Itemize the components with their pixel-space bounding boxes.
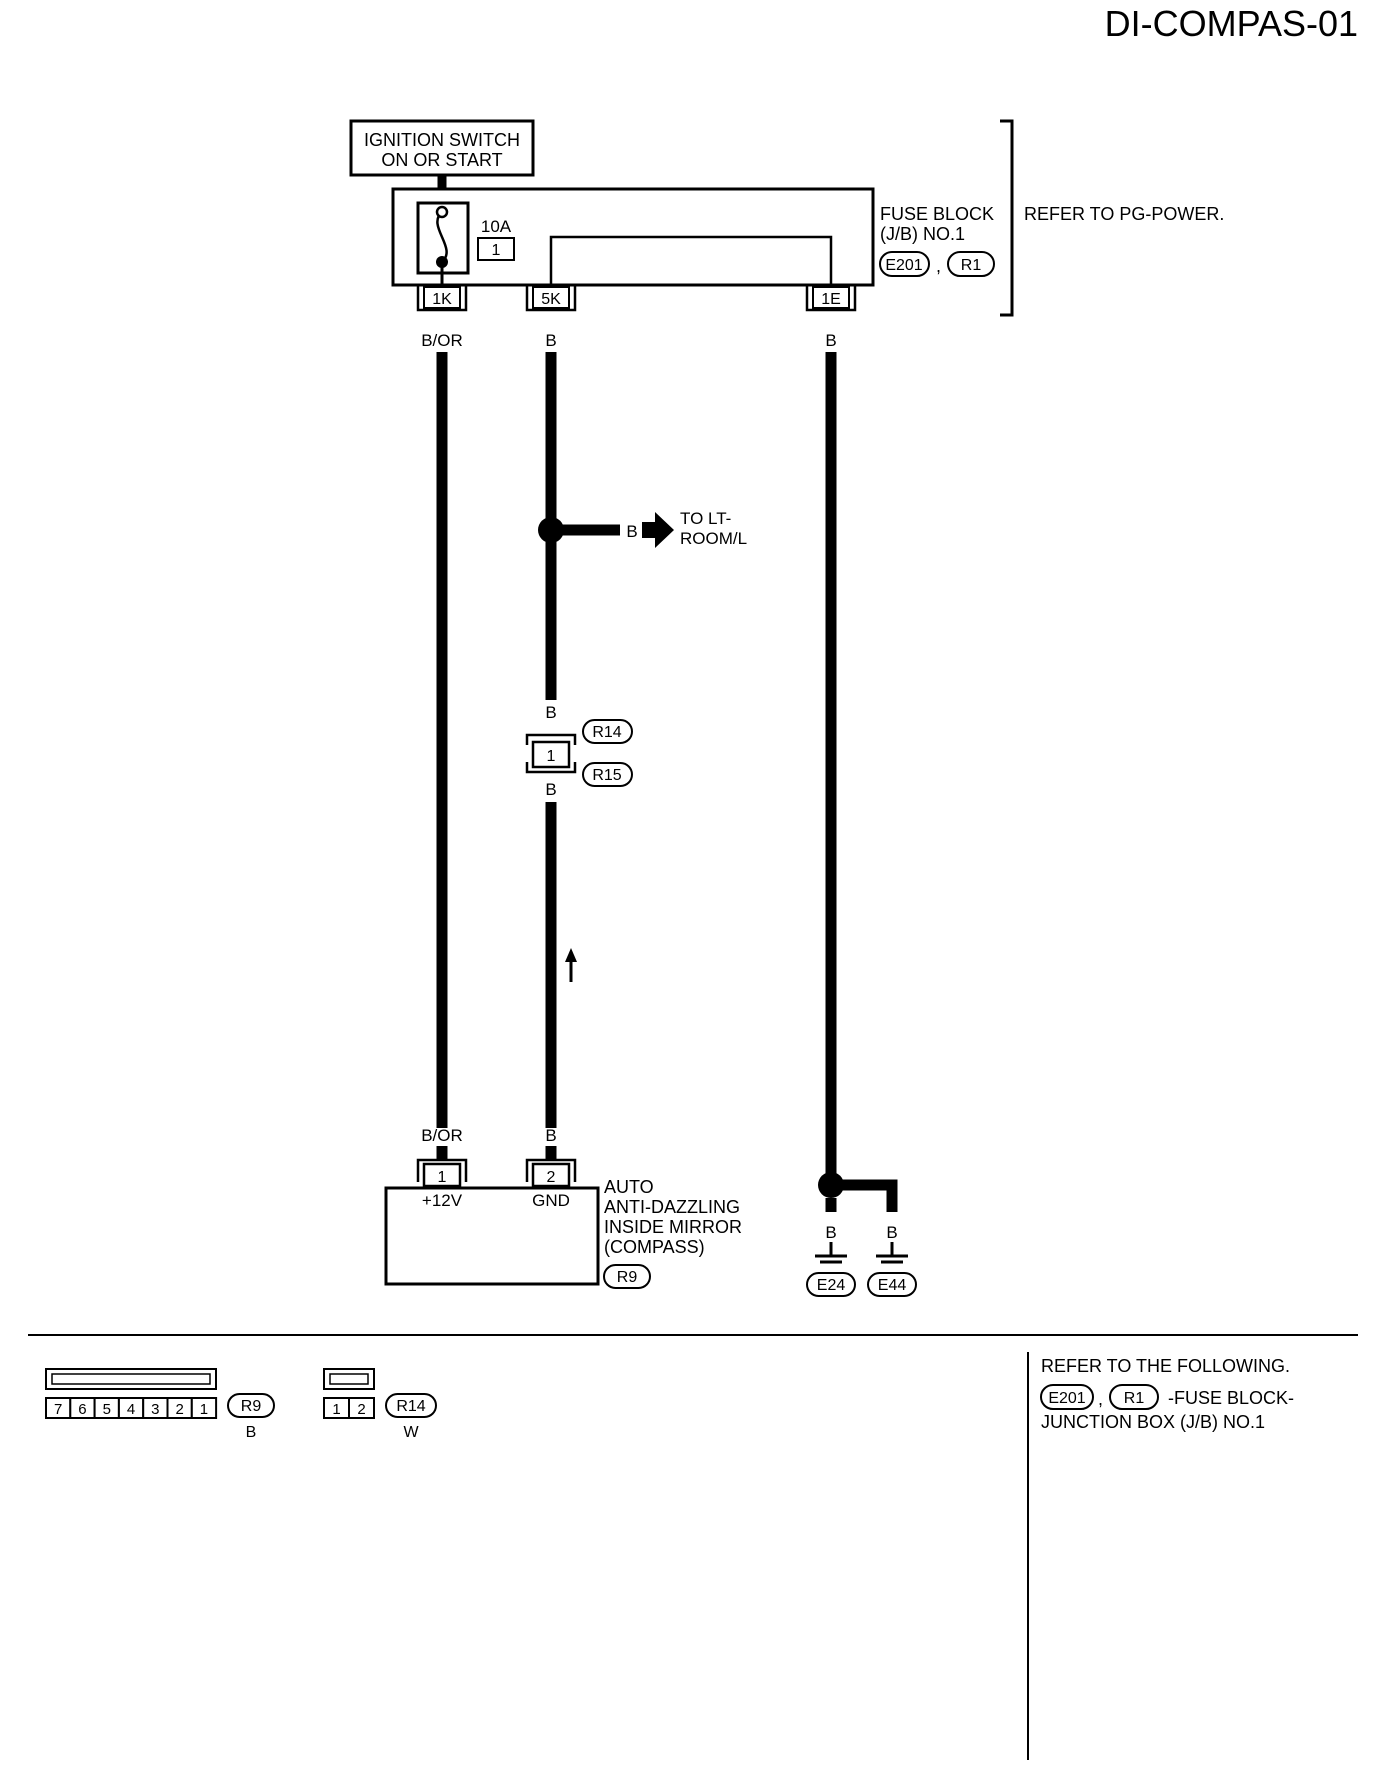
fuse-rating: 10A <box>481 217 512 236</box>
wire-color-mirror-pin2: B <box>545 1126 556 1145</box>
mirror-label-3: INSIDE MIRROR <box>604 1217 742 1237</box>
fuse-block-internal-bus <box>549 235 833 285</box>
refer-following: REFER TO THE FOLLOWING. E201 , R1 -FUSE … <box>1040 1356 1294 1432</box>
pin-number: 1 <box>332 1401 340 1418</box>
connector-view-r14-color: W <box>403 1424 419 1441</box>
connector-r15: R15 <box>592 767 621 784</box>
terminal-1e: 1E <box>805 285 857 312</box>
pin-number: 7 <box>54 1401 62 1418</box>
mirror-box <box>384 1186 600 1286</box>
terminal-5k-label: 5K <box>541 291 561 308</box>
inline-connector-r14-r15: B 1 R14 R15 B <box>525 703 633 799</box>
refer-connector-r1: R1 <box>1124 1390 1145 1407</box>
pin-number: 3 <box>151 1401 159 1418</box>
branch-wire-color: B <box>626 522 637 541</box>
mirror-label-2: ANTI-DAZZLING <box>604 1197 740 1217</box>
fuse-block: 10A 1 FUSE BLOCK (J/B) NO.1 E201 , R1 <box>391 187 995 287</box>
ignition-switch: IGNITION SWITCH ON OR START <box>349 119 535 177</box>
pin-cell <box>348 1397 375 1419</box>
connector-view-r9-id: R9 <box>241 1398 262 1415</box>
ground-e24: E24 <box>806 1242 856 1297</box>
branch-destination-1: TO LT- <box>680 509 731 528</box>
terminal-5k: 5K <box>525 285 577 312</box>
ground-e44-label: E44 <box>878 1277 907 1294</box>
wire-color-mirror-pin1: B/OR <box>421 1126 463 1145</box>
pin-number: 1 <box>200 1401 208 1418</box>
wire-color-r15-side: B <box>545 780 556 799</box>
wire-color-e44: B <box>886 1223 897 1242</box>
ground-branch-wire <box>831 1179 898 1212</box>
branch-destination-2: ROOM/L <box>680 529 747 548</box>
connector-view-r14-id: R14 <box>396 1398 425 1415</box>
inline-connector-pin: 1 <box>547 748 556 765</box>
ground-e24-label: E24 <box>817 1277 846 1294</box>
branch-arrow-icon <box>642 512 674 548</box>
refer-connector-e201: E201 <box>1048 1390 1085 1407</box>
pin-number: 5 <box>103 1401 111 1418</box>
fuse-block-label: FUSE BLOCK <box>880 204 994 224</box>
wire-color-1k: B/OR <box>421 331 463 350</box>
wire-color-e24: B <box>825 1223 836 1242</box>
wire-color-r14-side: B <box>545 703 556 722</box>
connector-r9: R9 <box>617 1269 638 1286</box>
ground-e44: E44 <box>867 1242 917 1297</box>
terminal-1k: 1K <box>416 285 468 312</box>
connector-view-r9-color: B <box>246 1424 257 1441</box>
current-flow-arrow-icon <box>565 948 577 962</box>
terminal-1k-label: 1K <box>432 291 452 308</box>
pin-cell <box>190 1397 218 1419</box>
page-title: DI-COMPAS-01 <box>1105 3 1358 44</box>
mirror-pin-1-function: +12V <box>422 1191 463 1210</box>
connector-r14: R14 <box>592 724 621 741</box>
refer-pg-power: REFER TO PG-POWER. <box>1024 204 1224 224</box>
pin-number: 6 <box>78 1401 86 1418</box>
mirror-label-4: (COMPASS) <box>604 1237 705 1257</box>
wire-color-5k: B <box>545 331 556 350</box>
connector-separator: , <box>936 256 941 276</box>
connector-e201: E201 <box>885 257 922 274</box>
ignition-switch-state: ON OR START <box>381 150 502 170</box>
refer-description-1: -FUSE BLOCK- <box>1168 1388 1294 1408</box>
auto-anti-dazzling-mirror: 1 2 +12V GND AUTO ANTI-DAZZLING INSIDE M… <box>384 1158 742 1289</box>
pin-number: 2 <box>357 1401 365 1418</box>
mirror-pin-1: 1 <box>438 1169 447 1186</box>
fuse-block-number: (J/B) NO.1 <box>880 224 965 244</box>
wire-color-1e: B <box>825 331 836 350</box>
refer-separator: , <box>1098 1389 1103 1409</box>
ignition-switch-label: IGNITION SWITCH <box>364 130 520 150</box>
mirror-label-1: AUTO <box>604 1177 654 1197</box>
mirror-pin-2-function: GND <box>532 1191 570 1210</box>
refer-following-title: REFER TO THE FOLLOWING. <box>1041 1356 1290 1376</box>
refer-bracket <box>1000 119 1014 317</box>
terminal-1e-label: 1E <box>821 291 841 308</box>
connector-r1: R1 <box>961 257 982 274</box>
fuse-number: 1 <box>492 242 501 259</box>
pin-number: 4 <box>127 1401 135 1418</box>
pin-number: 2 <box>175 1401 183 1418</box>
mirror-pin-2: 2 <box>547 1169 556 1186</box>
refer-description-2: JUNCTION BOX (J/B) NO.1 <box>1041 1412 1265 1432</box>
